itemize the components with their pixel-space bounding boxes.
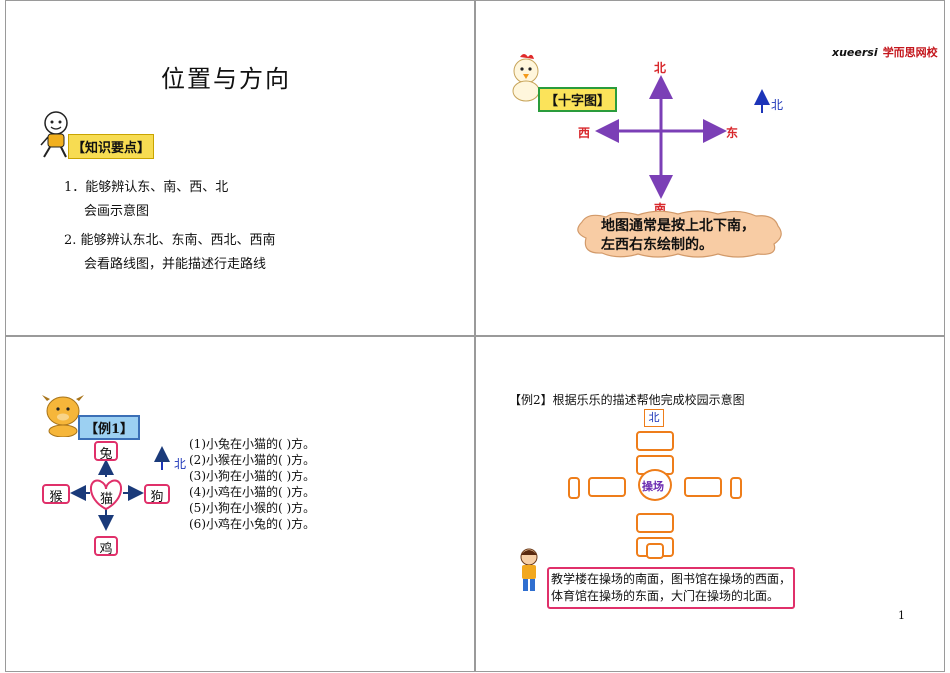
slide-example-1: 【例1】 猫 兔 猴 狗 鸡 北 (1)小兔在小猫的( )方。 (2)小猴在小猫… [5,336,475,672]
knowledge-item-2: 2. 能够辨认东北、东南、西北、西南 [64,233,276,248]
slide-title: 位置与方向 [161,65,291,93]
question-3: (3)小狗在小猫的( )方。 [189,469,316,483]
description-line-2: 体育馆在操场的东面，大门在操场的北面。 [551,589,780,603]
question-2: (2)小猴在小猫的( )方。 [189,453,316,467]
building-east-inner [684,477,722,497]
slide-knowledge-points: 位置与方向 【知识要点】 1．能够辨认东、南、西、北 会画示意图 2. 能够辨认… [5,0,475,336]
description-box: 教学楼在操场的南面，图书馆在操场的西面， 体育馆在操场的东面，大门在操场的北面。 [547,567,796,609]
boy-lele-icon [520,548,538,591]
brand-logo-cn: 学而思网校 [882,46,938,59]
box-rabbit: 兔 [94,441,118,462]
building-south-1 [636,513,674,533]
knowledge-item-1-sub: 会画示意图 [84,204,150,219]
brand-logo-en: xueersi [832,46,878,59]
slide-example-2: 【例2】根据乐乐的描述帮他完成校园示意图 北 操场 教学楼在操场的南面，图书馆在… [475,336,945,672]
building-north-1 [636,431,674,451]
description-line-1: 教学楼在操场的南面，图书馆在操场的西面， [551,572,792,586]
cross-diagram-tag: 【十字图】 [538,87,618,112]
playground-label: 操场 [642,480,664,493]
box-monkey: 猴 [42,484,70,505]
question-1: (1)小兔在小猫的( )方。 [189,437,316,451]
building-south-gate [646,543,664,559]
compass-north-label: 北 [771,98,784,112]
example-2-heading: 【例2】根据乐乐的描述帮他完成校园示意图 [509,393,745,407]
question-4: (4)小鸡在小猫的( )方。 [189,485,316,499]
cloud-text-line-2: 左西右东绘制的。 [601,237,713,253]
building-west-inner [588,477,626,497]
building-west-outer [568,477,580,499]
brand-logo: xueersi 学而思网校 [832,41,938,60]
cow-mascot-icon [42,395,84,437]
compass-north-label: 北 [174,457,187,471]
label-west: 西 [578,126,591,140]
chicken-mascot-icon [512,54,540,102]
building-east-outer [730,477,742,499]
page-number: 1 [898,609,905,622]
cloud-shape [577,210,782,258]
label-north: 北 [654,61,667,75]
box-dog: 狗 [144,484,170,505]
center-cat-label: 猫 [100,492,114,507]
animal-arrows [70,446,170,531]
cross-arrows [595,75,770,199]
map-north-label: 北 [644,409,664,427]
slide-cross-diagram: xueersi 学而思网校 【十字图】 北 南 西 东 北 地图通常是按上北下南… [475,0,945,336]
label-east: 东 [726,126,739,140]
box-chicken: 鸡 [94,536,118,557]
example-1-tag: 【例1】 [78,415,141,440]
playground-oval [638,469,672,501]
knowledge-item-2-sub: 会看路线图，并能描述行走路线 [84,257,267,272]
knowledge-tag: 【知识要点】 [68,134,155,159]
cloud-text-line-1: 地图通常是按上北下南， [601,218,755,234]
question-6: (6)小鸡在小兔的( )方。 [189,517,316,531]
cartoon-child-icon [40,111,68,158]
knowledge-item-1: 1．能够辨认东、南、西、北 [64,180,229,195]
question-5: (5)小狗在小猴的( )方。 [189,501,316,515]
